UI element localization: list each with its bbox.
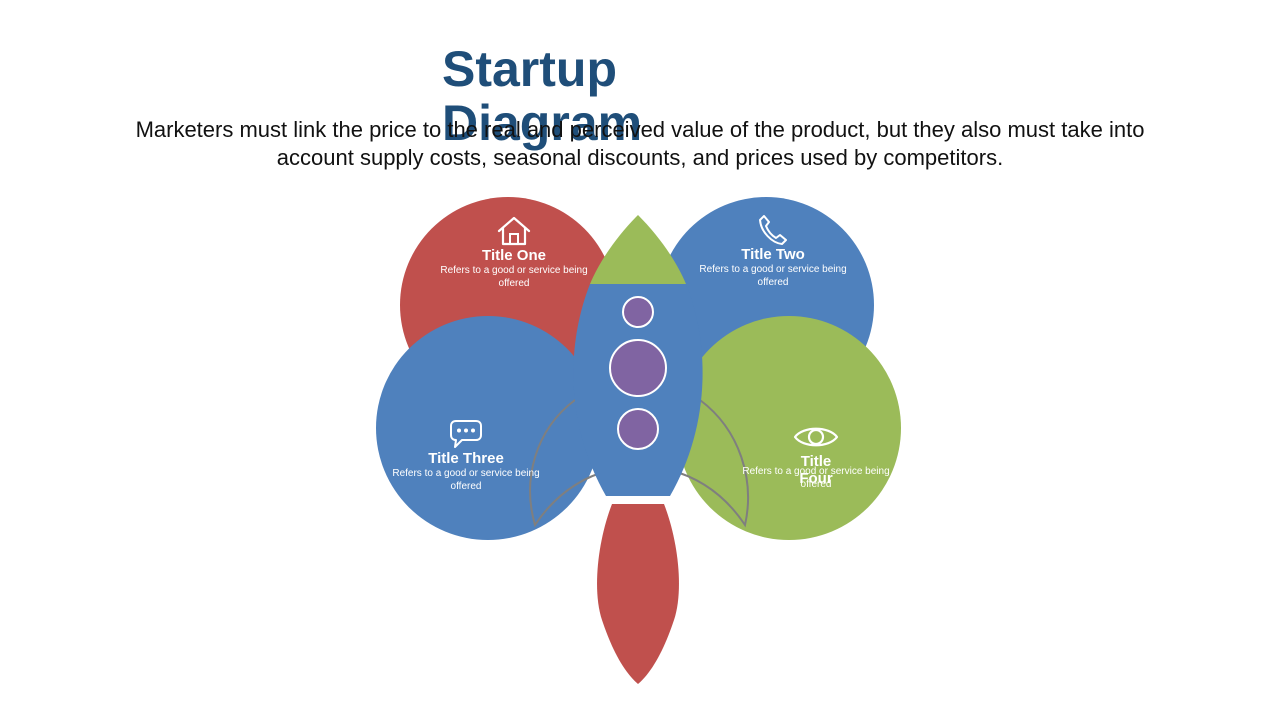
rocket-right-wing: [669, 399, 749, 528]
eye-icon: [793, 427, 839, 447]
card-description: Refers to a good or service being offere…: [699, 264, 847, 288]
rocket-window-medium: [617, 408, 659, 450]
chat-icon: [450, 420, 482, 448]
rocket-flame: [597, 504, 679, 684]
card-title-one: Title One Refers to a good or service be…: [439, 215, 589, 290]
diagram-title: Startup Diagram: [442, 41, 643, 151]
card-title: Title One: [482, 247, 546, 264]
card-description: Refers to a good or service being offere…: [392, 468, 540, 492]
card-title: Title Four: [799, 453, 833, 487]
card-description: Refers to a good or service being offere…: [440, 265, 588, 289]
circle-title-four: [677, 316, 901, 540]
phone-icon: [759, 215, 787, 245]
card-title: Title Three: [428, 450, 504, 467]
circle-title-three: [376, 316, 600, 540]
card-title-four: Title Four Refers to a good or service b…: [741, 421, 891, 491]
rocket-window-small: [622, 296, 654, 328]
diagram-subtitle: Marketers must link the price to the rea…: [135, 117, 1145, 170]
rocket-left-wing: [529, 399, 611, 528]
card-description: Refers to a good or service being offere…: [742, 466, 890, 490]
home-icon: [497, 216, 531, 246]
card-title-two: Title Two Refers to a good or service be…: [698, 214, 848, 289]
card-title-three: Title Three Refers to a good or service …: [391, 418, 541, 493]
card-title: Title Two: [741, 246, 805, 263]
rocket-window-large: [609, 339, 667, 397]
rocket-nose: [590, 215, 686, 284]
